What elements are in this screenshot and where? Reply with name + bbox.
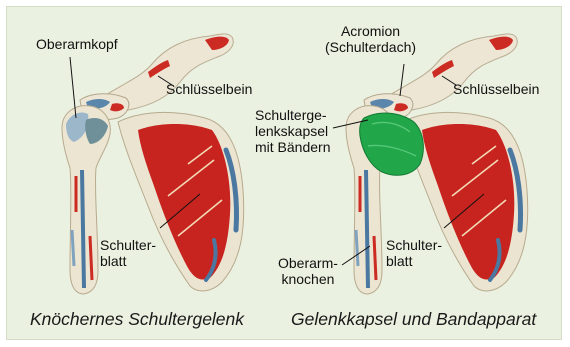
caption-left: Knöchernes Schultergelenk xyxy=(30,309,244,330)
label-schluesselbein-left: Schlüsselbein xyxy=(166,81,252,97)
label-acromion: Acromion (Schulterdach) xyxy=(325,23,416,55)
label-oberarmknochen: Oberarm- knochen xyxy=(278,255,338,287)
label-oberarmkopf: Oberarmkopf xyxy=(36,36,118,52)
label-schultergelenkkapsel: Schulterge- lenkskapsel mit Bändern xyxy=(255,107,330,155)
label-schluesselbein-right: Schlüsselbein xyxy=(453,81,539,97)
label-schulterblatt-right: Schulter- blatt xyxy=(386,237,442,269)
caption-right: Gelenkkapsel und Bandapparat xyxy=(291,309,536,330)
label-schulterblatt-left: Schulter- blatt xyxy=(100,237,156,269)
